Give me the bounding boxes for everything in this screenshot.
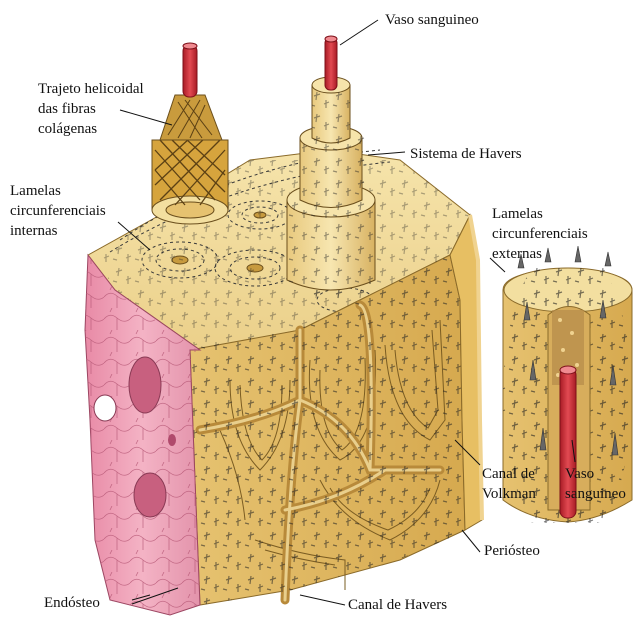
label-lamelas-internas-3: internas [10, 223, 58, 239]
label-periosteo: Periósteo [484, 543, 540, 559]
label-trajeto-3: colágenas [38, 121, 97, 137]
label-endosteo: Endósteo [44, 595, 100, 611]
endosteum-cavity-1 [129, 357, 161, 413]
endosteum-cavity-2 [134, 473, 166, 517]
label-vaso-inset-2: sanguineo [565, 486, 626, 502]
label-lamelas-externas-1: Lamelas [492, 206, 543, 222]
label-canal-volkman-1: Canal de [482, 466, 535, 482]
havers-vessel [325, 38, 337, 90]
endosteum-hole [94, 395, 116, 421]
label-canal-havers: Canal de Havers [348, 597, 447, 613]
havers-system-cylinder [287, 36, 377, 300]
label-vaso-sanguineo-top: Vaso sanguineo [385, 12, 479, 28]
endosteum-dot [168, 434, 176, 446]
label-trajeto-1: Trajeto helicoidal [38, 81, 144, 97]
bone-block [85, 150, 482, 615]
helical-fibers-cylinder [152, 43, 228, 224]
label-lamelas-internas-2: circunferenciais [10, 203, 106, 219]
label-trajeto-2: das fibras [38, 101, 96, 117]
label-lamelas-externas-3: externas [492, 246, 542, 262]
label-sistema-havers: Sistema de Havers [410, 146, 522, 162]
label-lamelas-internas-1: Lamelas [10, 183, 61, 199]
havers-osteocytes [287, 80, 377, 300]
helical-vessel [183, 45, 197, 97]
label-lamelas-externas-2: circunferenciais [492, 226, 588, 242]
label-canal-volkman-2: Volkman [482, 486, 536, 502]
label-vaso-inset-1: Vaso [565, 466, 594, 482]
